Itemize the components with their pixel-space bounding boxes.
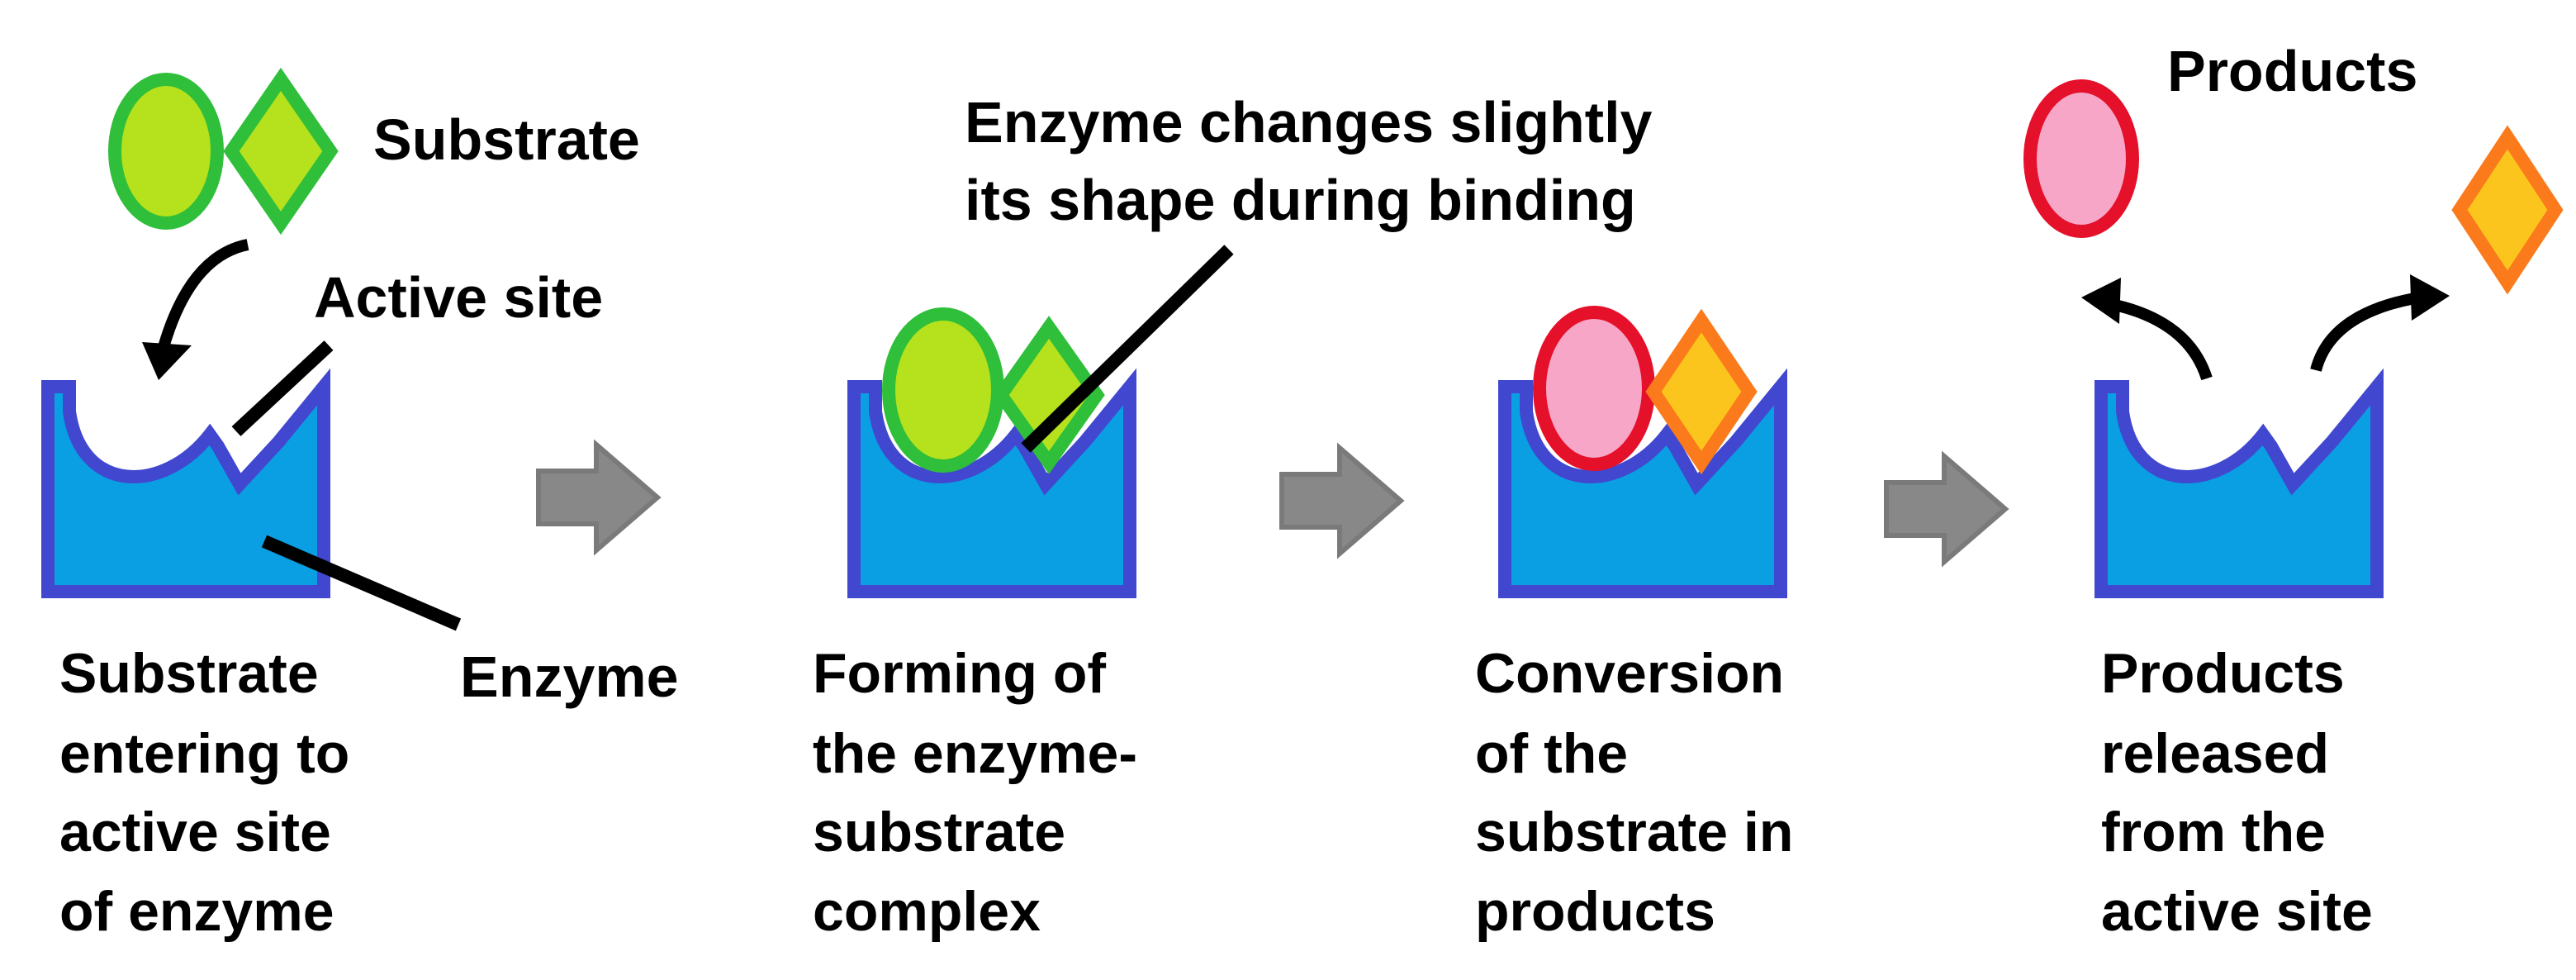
substrate-diamond [223, 67, 339, 235]
label-active-site: Active site [314, 265, 603, 330]
substrate-oval [108, 73, 224, 230]
enzyme-3 [1498, 368, 1787, 598]
released-product-oval [2023, 79, 2139, 238]
label-shape-change: Enzyme changes slightly its shape during… [965, 90, 1668, 232]
enzyme-1 [41, 368, 330, 598]
entry-arrowhead [142, 342, 192, 380]
active-site-pointer [231, 340, 334, 436]
caption-step-3: Conversion of the substrate in products [1475, 642, 1809, 943]
bound-product-diamond [1645, 308, 1758, 475]
process-arrow-3 [1884, 450, 2009, 568]
shape-change-pointer [1021, 245, 1234, 453]
enzyme-4 [2094, 368, 2384, 598]
process-arrow-1 [536, 439, 662, 556]
caption-step-1: Substrate entering to active site of enz… [59, 642, 365, 943]
bound-product-oval [1533, 306, 1655, 471]
released-product-diamond [2451, 125, 2564, 295]
enzyme-2 [847, 368, 1136, 598]
enzyme-pointer [261, 535, 462, 631]
release-arrowhead-left [2081, 278, 2121, 324]
label-enzyme: Enzyme [460, 645, 679, 709]
step-1-substrate-pair [108, 67, 339, 235]
label-substrate: Substrate [373, 107, 640, 172]
process-arrow-2 [1279, 442, 1405, 559]
caption-step-4: Products released from the active site [2101, 642, 2373, 943]
release-curved-arrow-right [2310, 292, 2422, 372]
step-2-substrate-pair [882, 307, 1105, 474]
step-3-product-pair [1533, 306, 1758, 475]
bound-substrate-diamond [993, 316, 1105, 474]
caption-step-2: Forming of the enzyme- substrate complex [813, 642, 1153, 943]
label-products: Products [2167, 39, 2417, 103]
entry-curved-arrow [158, 239, 249, 349]
release-arrowhead-right [2410, 274, 2450, 321]
release-curved-arrow-left [2109, 298, 2213, 381]
bound-substrate-oval [882, 307, 1004, 473]
